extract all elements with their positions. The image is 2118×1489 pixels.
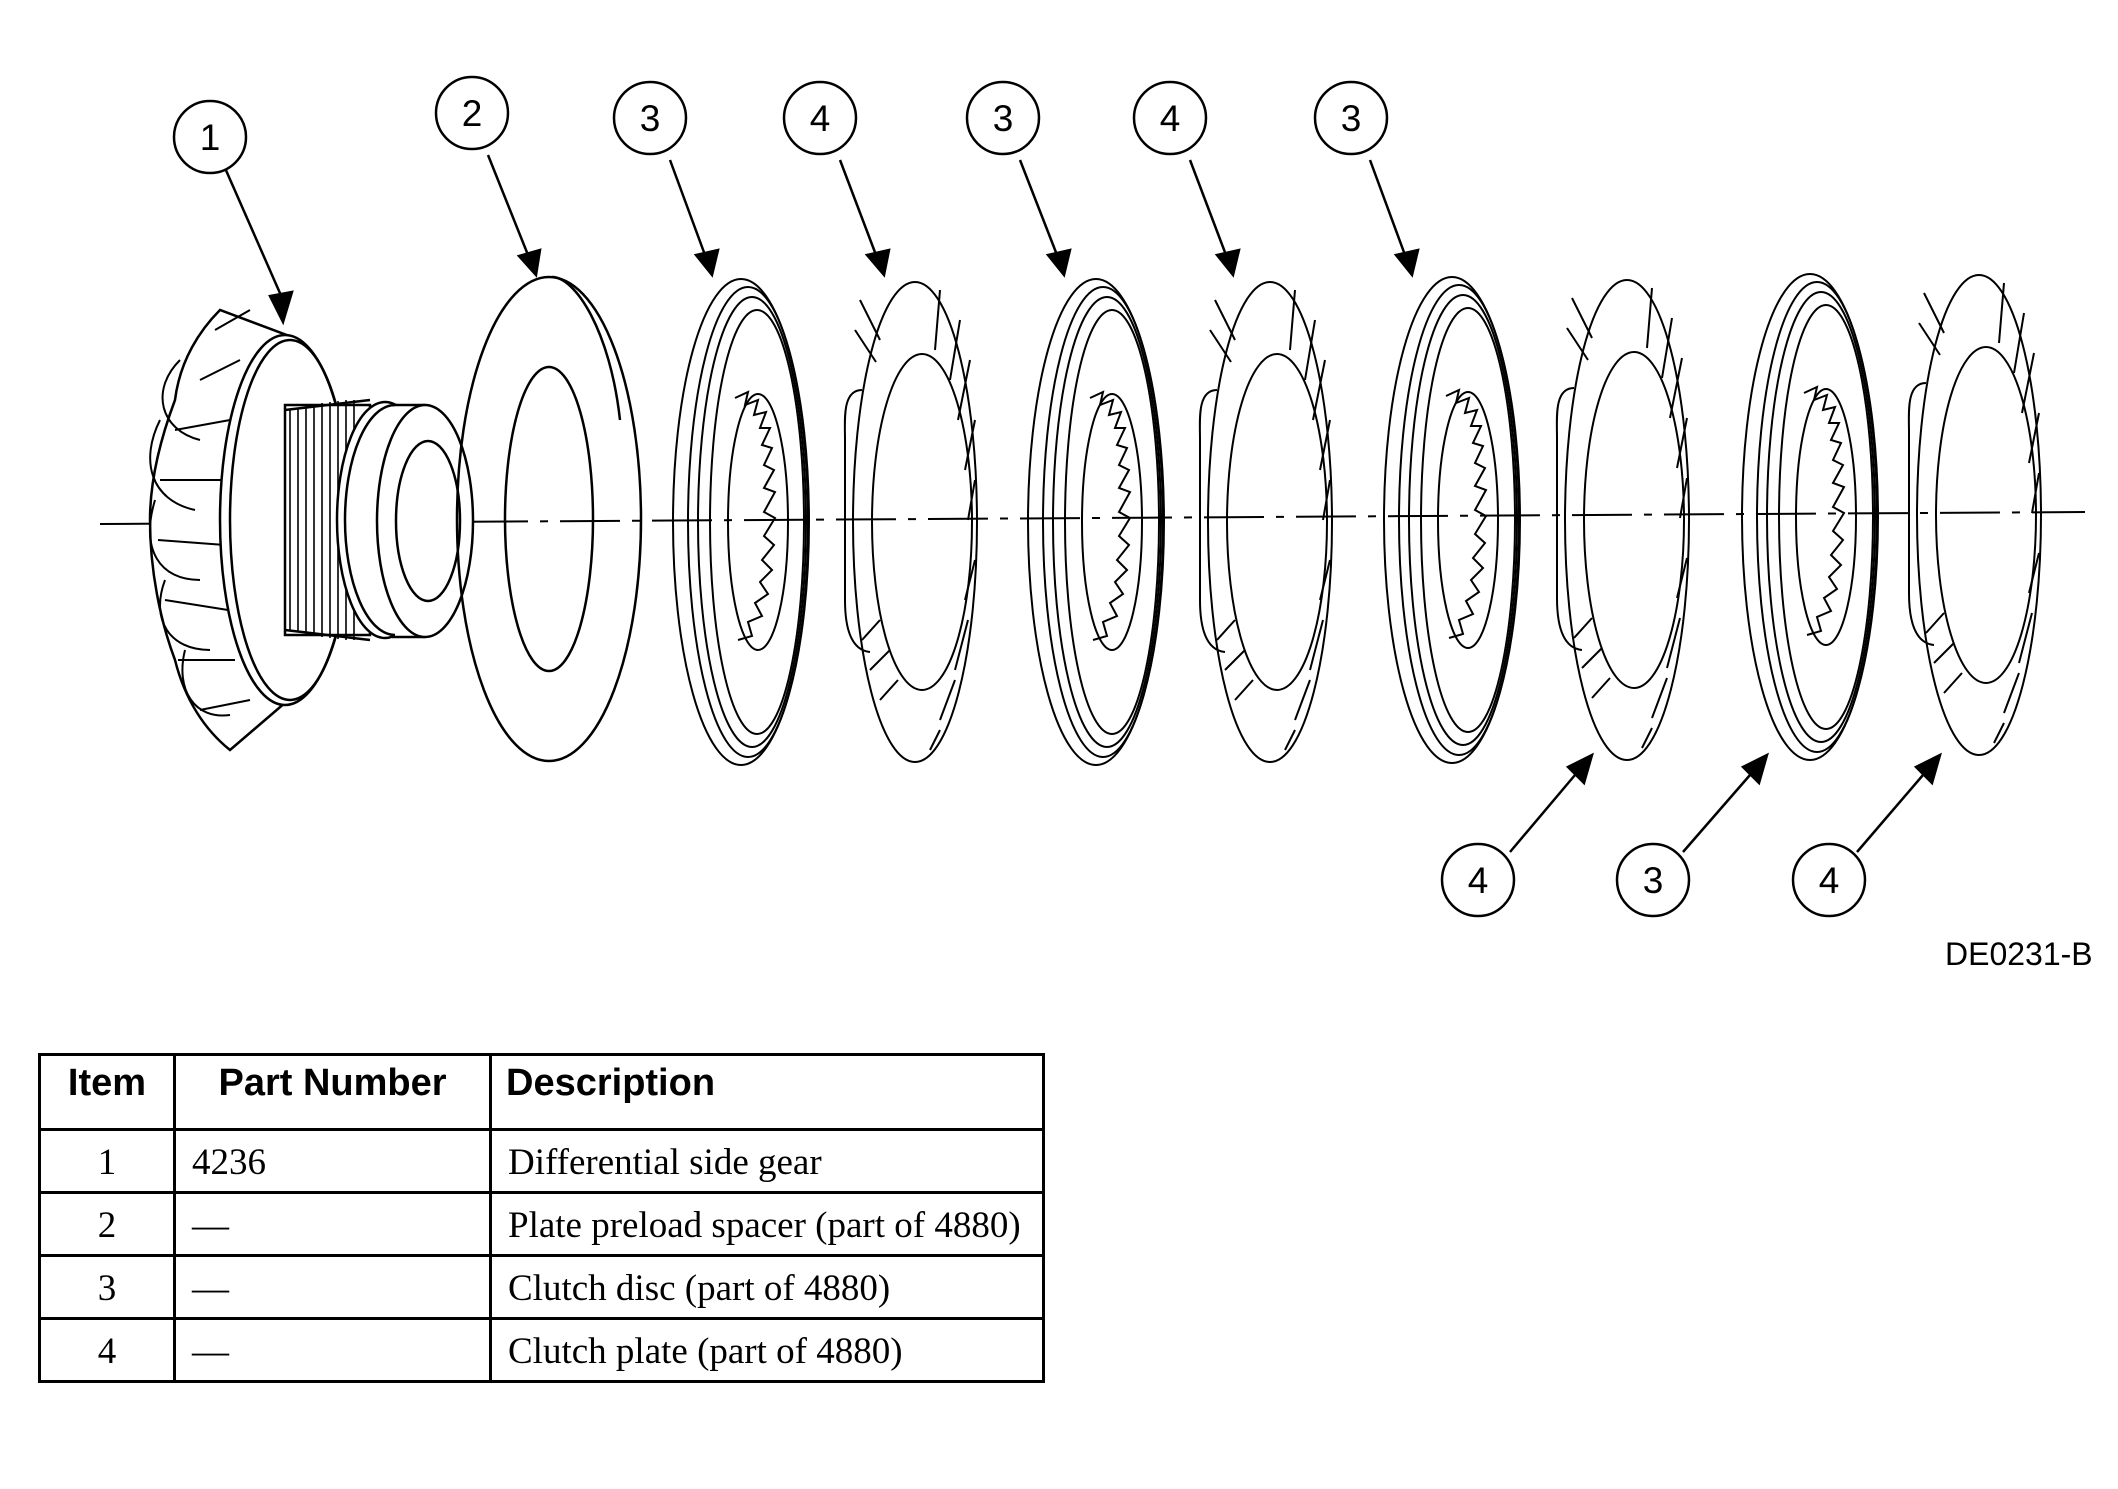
figure-reference-code: DE0231-B [1945,936,2093,972]
side-gear-drawing [148,308,475,752]
callout-circle-2 [434,75,510,151]
header-part-number: Part Number [173,1053,492,1131]
callout-leader-lines [223,154,1942,853]
callout-circle-4d [1791,842,1867,918]
callout-label: 1 [200,117,221,158]
cell-part-number: — [173,1317,492,1383]
table-row: 4 — Clutch plate (part of 4880) [38,1317,1045,1383]
clutch-disc-drawing-2 [1027,278,1165,766]
table-row: 2 — Plate preload spacer (part of 4880) [38,1191,1045,1257]
preload-spacer-drawing [455,275,643,763]
parts-table: Item Part Number Description 1 4236 Diff… [38,1053,1045,1383]
clutch-plate-drawing-3 [1555,279,1690,761]
cell-item: 4 [38,1317,176,1383]
cell-item: 3 [38,1254,176,1320]
cell-part-number: — [173,1254,492,1320]
clutch-plate-drawing-4 [1907,274,2042,756]
callout-label: 4 [1468,860,1489,901]
clutch-plate-drawing-2 [1198,281,1333,763]
callout-circle-3a [612,80,688,156]
clutch-disc-drawing-3 [1383,276,1521,764]
clutch-plate-drawing-1 [843,281,978,763]
callout-label: 3 [1643,860,1664,901]
callout-label: 4 [1819,860,1840,901]
callout-circle-3d [1615,842,1691,918]
callout-label: 4 [1160,98,1181,139]
cell-item: 2 [38,1191,176,1257]
callout-circle-1 [172,99,248,175]
callout-circles [172,75,1867,918]
table-header-row: Item Part Number Description [38,1053,1045,1131]
callout-circle-4b [1132,80,1208,156]
header-description: Description [489,1053,1045,1131]
callout-label: 4 [810,98,831,139]
cell-item: 1 [38,1128,176,1194]
callout-circle-3c [1313,80,1389,156]
cell-description: Clutch disc (part of 4880) [489,1254,1045,1320]
cell-description: Clutch plate (part of 4880) [489,1317,1045,1383]
cell-part-number: — [173,1191,492,1257]
callout-label: 2 [462,93,483,134]
cell-description: Plate preload spacer (part of 4880) [489,1191,1045,1257]
cell-part-number: 4236 [173,1128,492,1194]
callout-label: 3 [1341,98,1362,139]
table-row: 1 4236 Differential side gear [38,1128,1045,1194]
clutch-disc-drawing-4 [1741,273,1879,761]
clutch-disc-drawing-1 [672,278,810,766]
cell-description: Differential side gear [489,1128,1045,1194]
callout-circle-4a [782,80,858,156]
table-row: 3 — Clutch disc (part of 4880) [38,1254,1045,1320]
callout-label: 3 [640,98,661,139]
callout-circle-4c [1440,842,1516,918]
header-item: Item [38,1053,176,1131]
callout-label: 3 [993,98,1014,139]
callout-circle-3b [965,80,1041,156]
